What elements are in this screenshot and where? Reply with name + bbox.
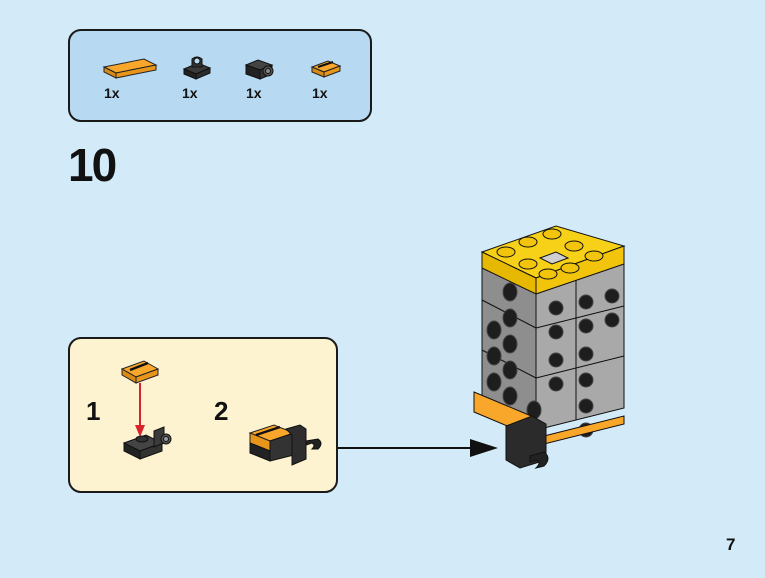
callout-connector-line — [338, 447, 478, 449]
tile-groove-orange-icon — [310, 60, 342, 78]
page-number: 7 — [726, 535, 736, 554]
side-stud-brick-icon — [122, 426, 172, 460]
clip-plate-icon — [182, 56, 212, 80]
part-quantity: 1x — [104, 85, 120, 101]
part-side-stud-brick: 1x — [242, 31, 302, 121]
part-quantity: 1x — [246, 85, 262, 101]
tile-orange-icon — [102, 58, 158, 79]
side-stud-brick-icon — [244, 59, 274, 80]
sub-step-number: 1 — [86, 396, 101, 426]
arrow-head-icon — [470, 439, 498, 457]
sub-step-2-illustration — [248, 424, 322, 466]
tile-groove-orange-icon — [120, 360, 160, 384]
part-quantity: 1x — [312, 85, 328, 101]
parts-list: 1x 1x 1x 1x — [68, 29, 372, 122]
sub-assembly-callout: 1 2 — [68, 337, 338, 493]
part-tile-groove-orange: 1x — [308, 31, 368, 121]
part-clip-plate: 1x — [178, 31, 238, 121]
red-arrow-icon — [135, 383, 145, 437]
part-tile-orange: 1x — [100, 31, 160, 121]
sub-step-number: 2 — [214, 396, 229, 426]
sub-step-1-illustration — [120, 360, 172, 460]
part-quantity: 1x — [182, 85, 198, 101]
step-number: 10 — [68, 139, 117, 191]
model-illustration — [473, 225, 626, 469]
